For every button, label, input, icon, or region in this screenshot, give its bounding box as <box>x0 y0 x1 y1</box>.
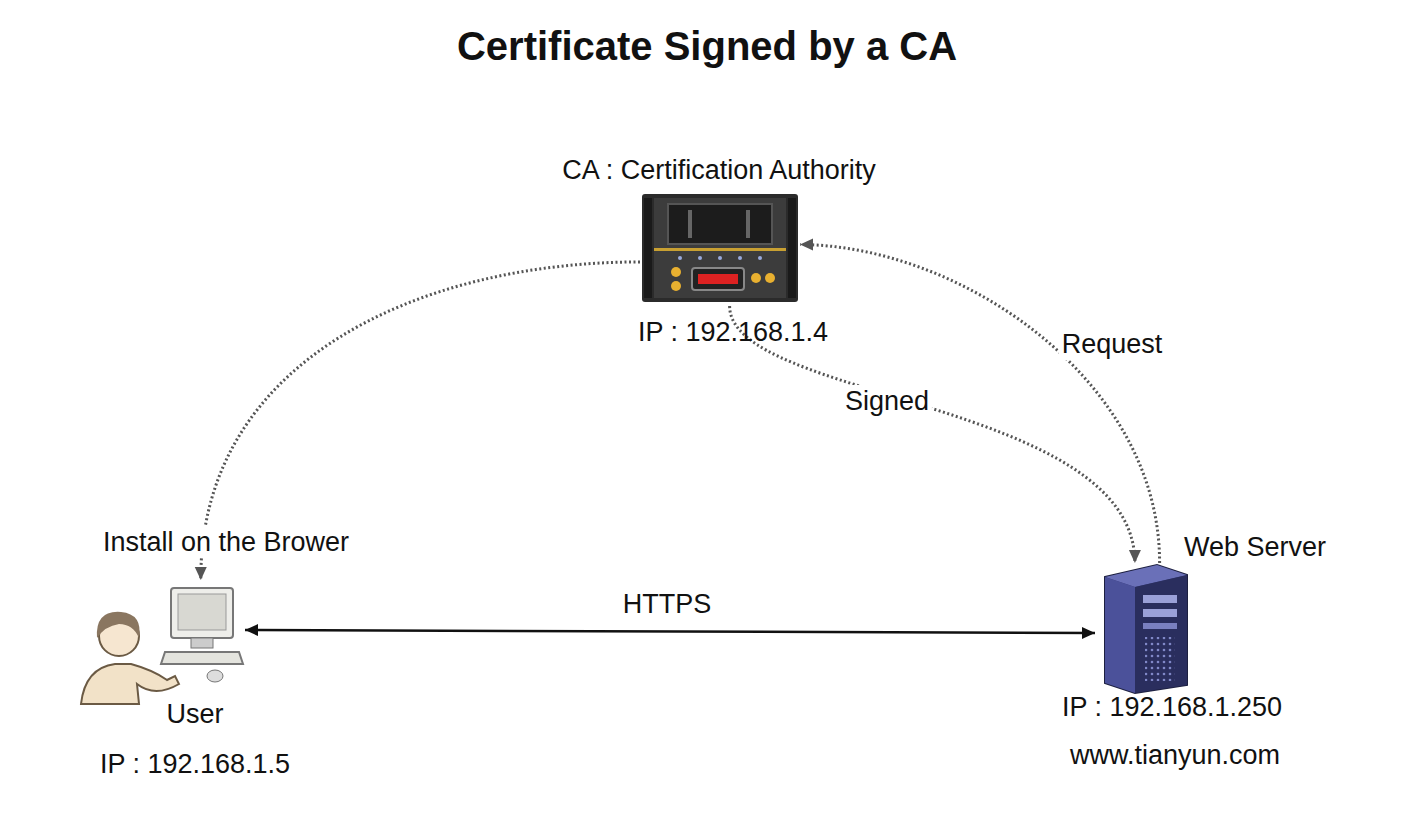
device-icon <box>75 580 245 705</box>
node-label: Web Server <box>1184 531 1326 563</box>
connector-line <box>245 630 1095 633</box>
arrowhead <box>800 239 813 251</box>
edge-label: Install on the Brower <box>100 526 352 558</box>
arrowhead <box>195 567 207 580</box>
arrowhead <box>245 624 258 636</box>
diagram-title: Certificate Signed by a CA <box>457 22 957 70</box>
dotted-connector <box>800 239 1160 563</box>
node-label: IP : 192.168.1.4 <box>638 316 828 348</box>
node-label: IP : 192.168.1.5 <box>100 748 290 780</box>
connector-line <box>800 245 1160 563</box>
node-label: www.tianyun.com <box>1070 739 1280 771</box>
edge-label: HTTPS <box>620 588 715 620</box>
web-server: Web ServerIP : 192.168.1.250www.tianyun.… <box>1095 563 1190 695</box>
node-label: IP : 192.168.1.250 <box>1062 691 1282 723</box>
ca-server: CA : Certification AuthorityIP : 192.168… <box>640 190 800 306</box>
device-icon <box>640 190 800 306</box>
device-icon <box>1095 563 1190 695</box>
arrowhead <box>1082 627 1095 639</box>
https-connector <box>245 624 1095 639</box>
user-computer: UserIP : 192.168.1.5 <box>75 580 245 705</box>
edge-label: Signed <box>842 385 932 417</box>
edge-label: Request <box>1059 328 1166 360</box>
node-label: User <box>166 698 223 730</box>
arrowhead <box>1129 550 1141 563</box>
node-label: CA : Certification Authority <box>562 154 876 186</box>
